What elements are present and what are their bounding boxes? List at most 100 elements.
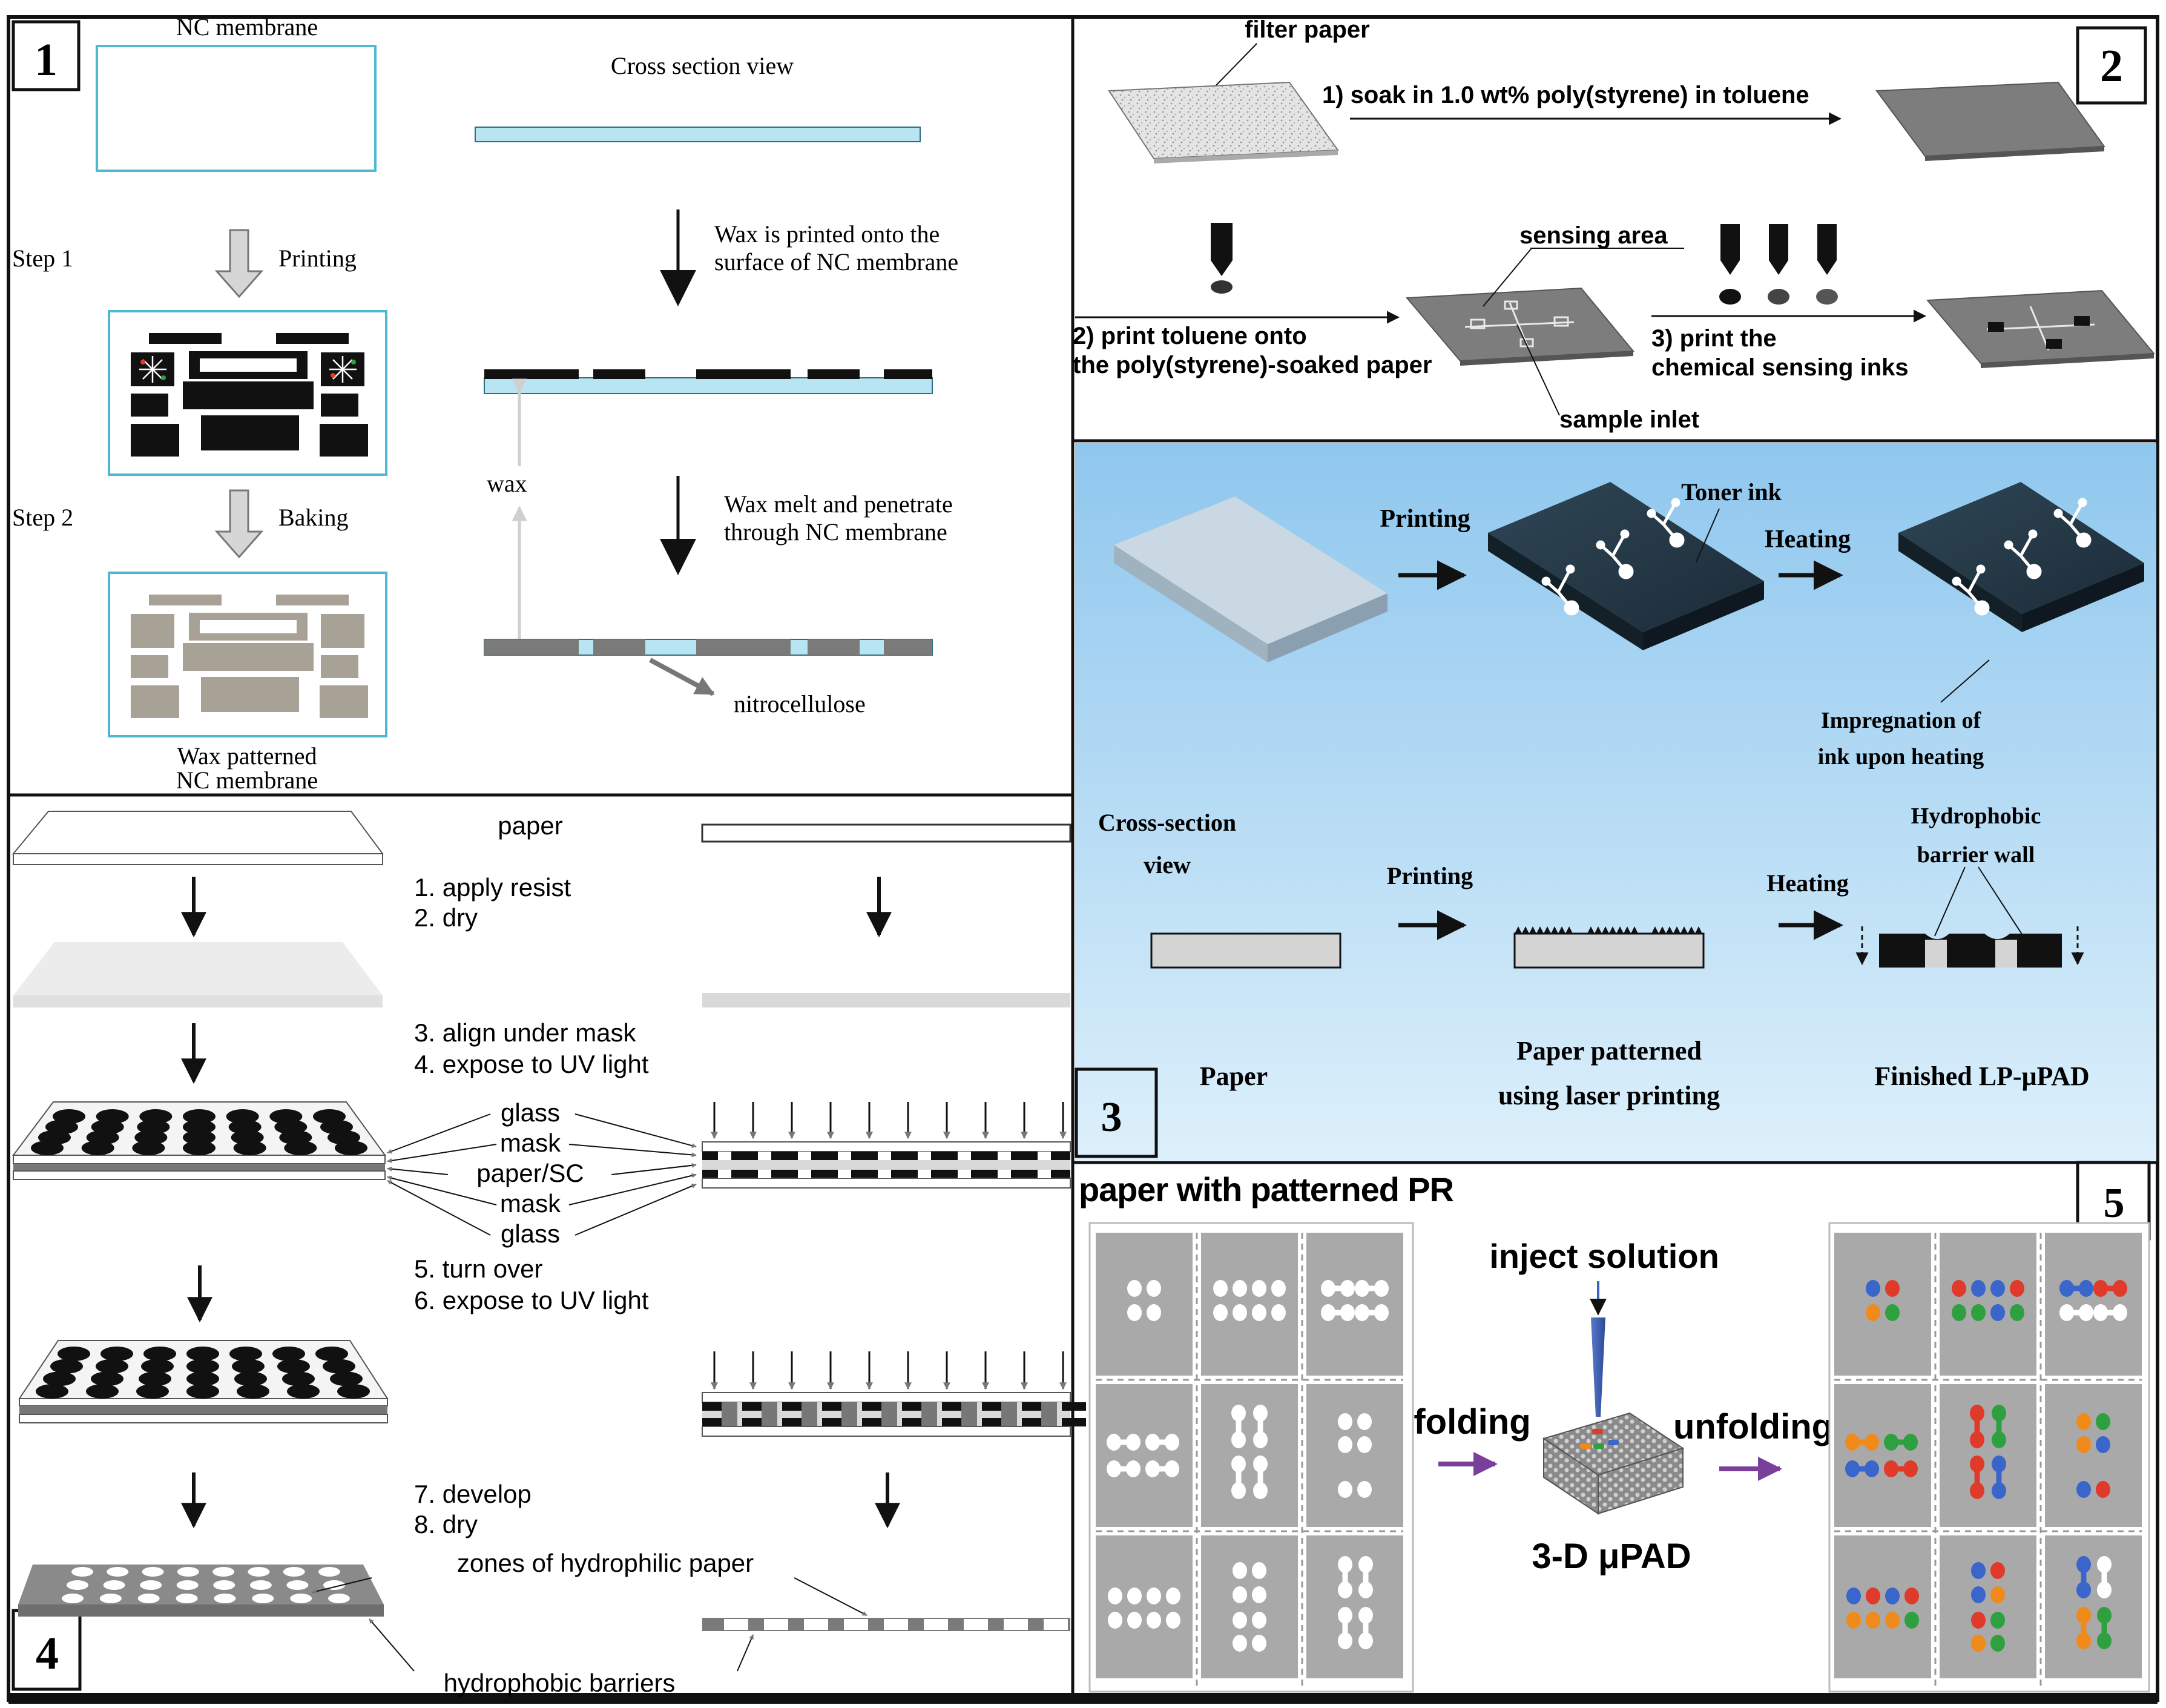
spot (176, 1594, 198, 1603)
spot (86, 1384, 119, 1399)
zone-dot (1866, 1588, 1880, 1604)
hydrophilic-zone (964, 1619, 988, 1630)
paper-cross-section (701, 823, 1071, 843)
zone-dot (1970, 1482, 1984, 1499)
spot (132, 1141, 165, 1155)
zone-dot (2079, 1304, 2093, 1321)
mask-opening (718, 1152, 731, 1160)
mask-block (782, 1402, 806, 1411)
spot (31, 1141, 64, 1155)
nc-membrane-sheet (96, 45, 377, 172)
spot (183, 1130, 216, 1145)
spot (234, 1371, 267, 1387)
zone-dot (1338, 1556, 1352, 1573)
zone-dot (1231, 1431, 1246, 1448)
pr-cell (1306, 1384, 1403, 1527)
paper-label: Paper (1200, 1061, 1268, 1091)
barrier-pointer-right (1978, 866, 2024, 937)
zone-dot (1165, 1434, 1179, 1451)
final-sensor-sheet (1926, 289, 2156, 368)
zone-dot (1904, 1612, 1919, 1629)
zone-dot (1970, 1431, 1984, 1448)
zone-dot (2059, 1280, 2074, 1297)
pr-cell (1096, 1384, 1193, 1527)
finished-label: Finished LP-μPAD (1874, 1061, 2089, 1091)
dispensers-triple (1719, 224, 1838, 305)
step2-line2: the poly(styrene)-soaked paper (1073, 352, 1432, 378)
spot (186, 1347, 219, 1361)
spot (233, 1141, 266, 1155)
patterned-sheet (1405, 287, 1635, 366)
baking-label: Baking (278, 504, 349, 531)
zone-dot (1252, 1280, 1266, 1297)
zone-dot (2097, 1556, 2112, 1573)
right-colored-grid (1834, 1233, 2142, 1687)
spot (323, 1359, 355, 1374)
zone-dot (1252, 1562, 1266, 1579)
mask-opening (718, 1170, 731, 1178)
spot (103, 1580, 125, 1590)
mask-block (982, 1418, 1006, 1426)
filter-paper-label: filter paper (1245, 16, 1370, 43)
panel-3: 3 Printing Toner ink Heating (1075, 443, 2156, 1161)
zone-dot (1884, 1460, 1898, 1477)
zone-dot (1145, 1460, 1160, 1477)
zone-dot (1374, 1280, 1389, 1297)
dispenser-single (1211, 223, 1233, 294)
spot (323, 1580, 345, 1590)
spot (100, 1347, 133, 1361)
ps-soaked-edge (1925, 147, 2104, 161)
hydrophilic-zone (764, 1619, 788, 1630)
mask-opening (998, 1170, 1011, 1178)
barriers-pointer-right (737, 1634, 754, 1672)
step2-label: Step 2 (12, 504, 73, 531)
zone-dot (1355, 1280, 1369, 1297)
mask-opening (958, 1170, 971, 1178)
panel-number-box (12, 1609, 82, 1691)
zones-label: zones of hydrophilic paper (457, 1549, 754, 1577)
zone-dot (1231, 1456, 1246, 1472)
zone-dot (2076, 1632, 2091, 1649)
zone-dot (1166, 1612, 1180, 1629)
turned-stack-cross-section (702, 1392, 1086, 1437)
zone-dot (2096, 1481, 2110, 1498)
pr-cell (1201, 1535, 1298, 1678)
mask-block (742, 1402, 766, 1411)
sensing-area-label: sensing area (1519, 222, 1668, 249)
zone-dot (1233, 1586, 1247, 1603)
panel5-title: paper with patterned PR (1079, 1170, 1454, 1208)
spot (328, 1594, 350, 1603)
panel-number: 4 (36, 1628, 59, 1679)
step1-text: 1) soak in 1.0 wt% poly(styrene) in tolu… (1322, 82, 1809, 108)
nc-membrane-label: NC membrane (176, 13, 318, 41)
mask-block (782, 1418, 806, 1426)
ps-soaked-sheet (1875, 81, 2105, 157)
spot (214, 1594, 236, 1603)
mask-opening (838, 1152, 851, 1160)
spot (43, 1371, 76, 1387)
zone-dot (1971, 1612, 1986, 1629)
zone-dot (1903, 1460, 1918, 1477)
glass-label-bottom: glass (501, 1219, 560, 1248)
zone-dot (1338, 1632, 1352, 1649)
developed-sheet-3d (18, 1565, 384, 1617)
zone-dot (1127, 1304, 1142, 1321)
spot (228, 1119, 262, 1135)
spot (58, 1347, 90, 1361)
mask-opening (958, 1152, 971, 1160)
hydrophilic-zone (1004, 1619, 1028, 1630)
zone-dot (1233, 1562, 1247, 1579)
zone-dot (1108, 1588, 1122, 1604)
barrier-block (722, 1402, 737, 1426)
wax-melt-line2: through NC membrane (724, 518, 947, 546)
pr-cell (1940, 1384, 2036, 1527)
spot (186, 1371, 219, 1387)
filter-paper-sheet (1108, 81, 1339, 160)
patterned-line2: using laser printing (1498, 1081, 1720, 1110)
spot (252, 1594, 274, 1603)
spot (140, 1580, 162, 1590)
mask-block (942, 1418, 966, 1426)
panel-number-box (1075, 1067, 1158, 1158)
zone-dot (1147, 1612, 1161, 1629)
zone-dot (1866, 1612, 1880, 1629)
